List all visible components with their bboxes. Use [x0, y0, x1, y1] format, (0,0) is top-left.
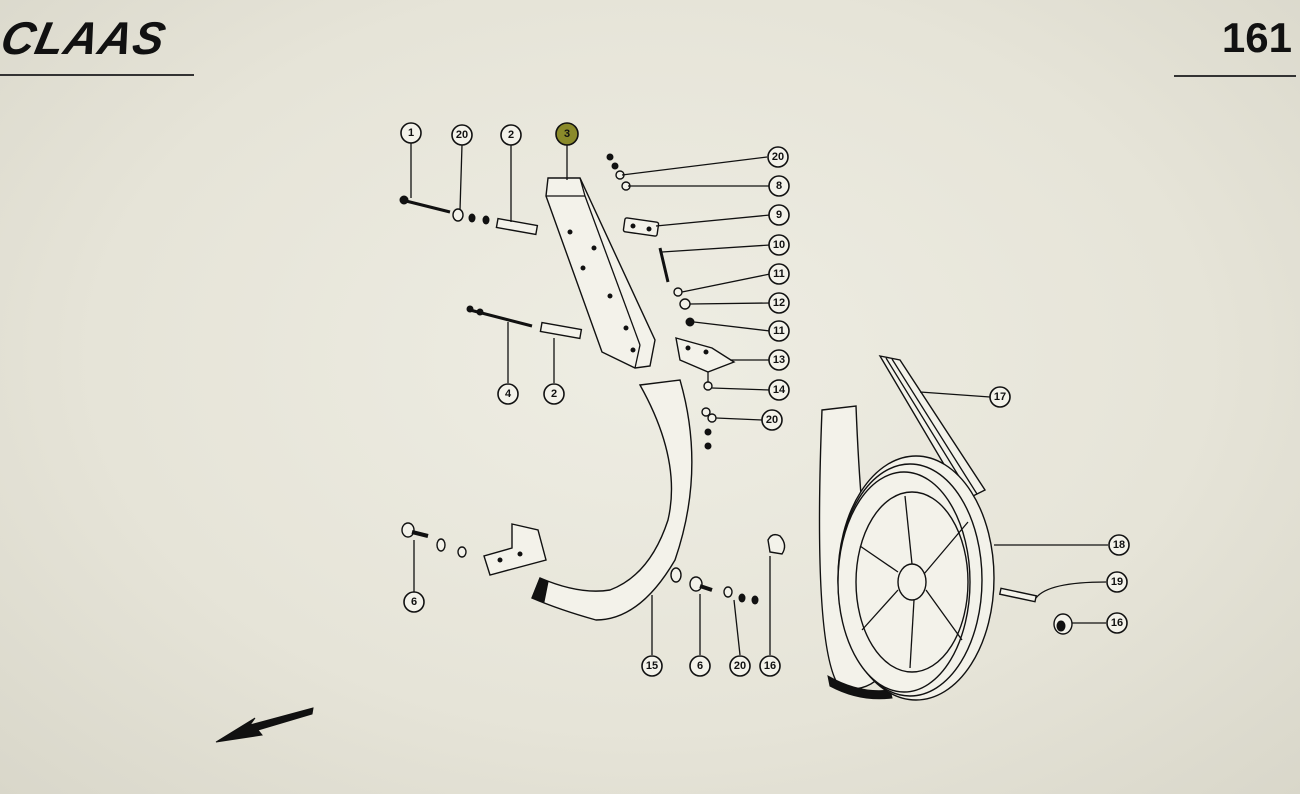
callout-20-top: 20	[451, 124, 473, 146]
svg-text:14: 14	[773, 384, 786, 396]
direction-arrow-icon	[215, 707, 314, 743]
callout-11-lower: 11	[768, 320, 790, 342]
brand-underline	[0, 74, 194, 76]
svg-text:11: 11	[773, 268, 785, 280]
svg-text:13: 13	[773, 354, 785, 366]
callout-3: 3	[555, 122, 579, 146]
bracket-13	[675, 337, 770, 373]
page-number-underline	[1174, 75, 1296, 77]
svg-text:1: 1	[408, 127, 414, 139]
svg-text:18: 18	[1113, 539, 1125, 551]
cap-16b	[1053, 613, 1106, 635]
svg-text:9: 9	[776, 209, 782, 221]
callout-11-upper: 11	[768, 263, 790, 285]
svg-text:15: 15	[646, 660, 658, 672]
callout-4: 4	[497, 383, 519, 405]
svg-text:2: 2	[508, 129, 514, 141]
callout-10: 10	[768, 234, 790, 256]
callout-18: 18	[1108, 534, 1130, 556]
svg-text:19: 19	[1111, 576, 1123, 588]
bolt-6a	[401, 522, 467, 592]
callout-12: 12	[768, 292, 790, 314]
svg-text:20: 20	[456, 129, 468, 141]
svg-text:2: 2	[551, 388, 557, 400]
cap-16	[767, 533, 786, 655]
svg-text:8: 8	[776, 180, 782, 192]
callout-1: 1	[400, 122, 422, 144]
clamp-plate-9	[622, 214, 771, 237]
callout-20-bottom: 20	[729, 655, 751, 677]
callout-20-right-top: 20	[767, 146, 789, 168]
bolt-1	[399, 143, 451, 214]
bracket-3	[545, 145, 656, 369]
callout-13: 13	[768, 349, 790, 371]
callout-2-bottom: 2	[543, 383, 565, 405]
callout-14: 14	[768, 379, 790, 401]
svg-text:12: 12	[773, 297, 785, 309]
nut-washer-20a	[452, 144, 490, 225]
callout-16-right: 16	[1106, 612, 1128, 634]
washers-11-12	[673, 273, 771, 332]
pin-10	[658, 244, 771, 283]
curved-strap-15	[531, 379, 693, 655]
callout-15: 15	[641, 655, 663, 677]
brand-logo: CLAAS	[0, 12, 200, 78]
callout-16-bottom: 16	[759, 655, 781, 677]
callout-9: 9	[768, 204, 790, 226]
hardware-stack-top	[606, 153, 770, 191]
callout-20-right-lower: 20	[761, 409, 783, 431]
svg-text:6: 6	[697, 660, 703, 672]
svg-text:10: 10	[773, 239, 785, 251]
svg-text:6: 6	[411, 596, 417, 608]
page-number: 161	[1221, 14, 1292, 61]
svg-text:11: 11	[773, 325, 785, 337]
sleeve-2a	[495, 145, 539, 236]
svg-text:16: 16	[764, 660, 776, 672]
bolt-14	[703, 372, 771, 391]
svg-text:20: 20	[772, 151, 784, 163]
svg-text:3: 3	[564, 128, 570, 140]
bolt-6b	[670, 567, 759, 656]
callout-6-left: 6	[403, 591, 425, 613]
callout-19: 19	[1106, 571, 1128, 593]
svg-text:20: 20	[766, 414, 778, 426]
callout-6-bottom: 6	[689, 655, 711, 677]
nuts-20c	[701, 407, 763, 450]
key-19	[998, 581, 1107, 603]
svg-text:20: 20	[734, 660, 746, 672]
drive-belt-17	[878, 355, 991, 501]
sleeve-2b	[539, 321, 583, 383]
callout-2-top: 2	[500, 124, 522, 146]
bolt-4	[466, 305, 533, 383]
svg-text:16: 16	[1111, 617, 1123, 629]
svg-text:17: 17	[994, 391, 1006, 403]
pulley-18	[837, 455, 1108, 701]
callout-8: 8	[768, 175, 790, 197]
svg-text:4: 4	[505, 388, 512, 400]
callout-17: 17	[989, 386, 1011, 408]
mount-tab	[483, 523, 547, 576]
